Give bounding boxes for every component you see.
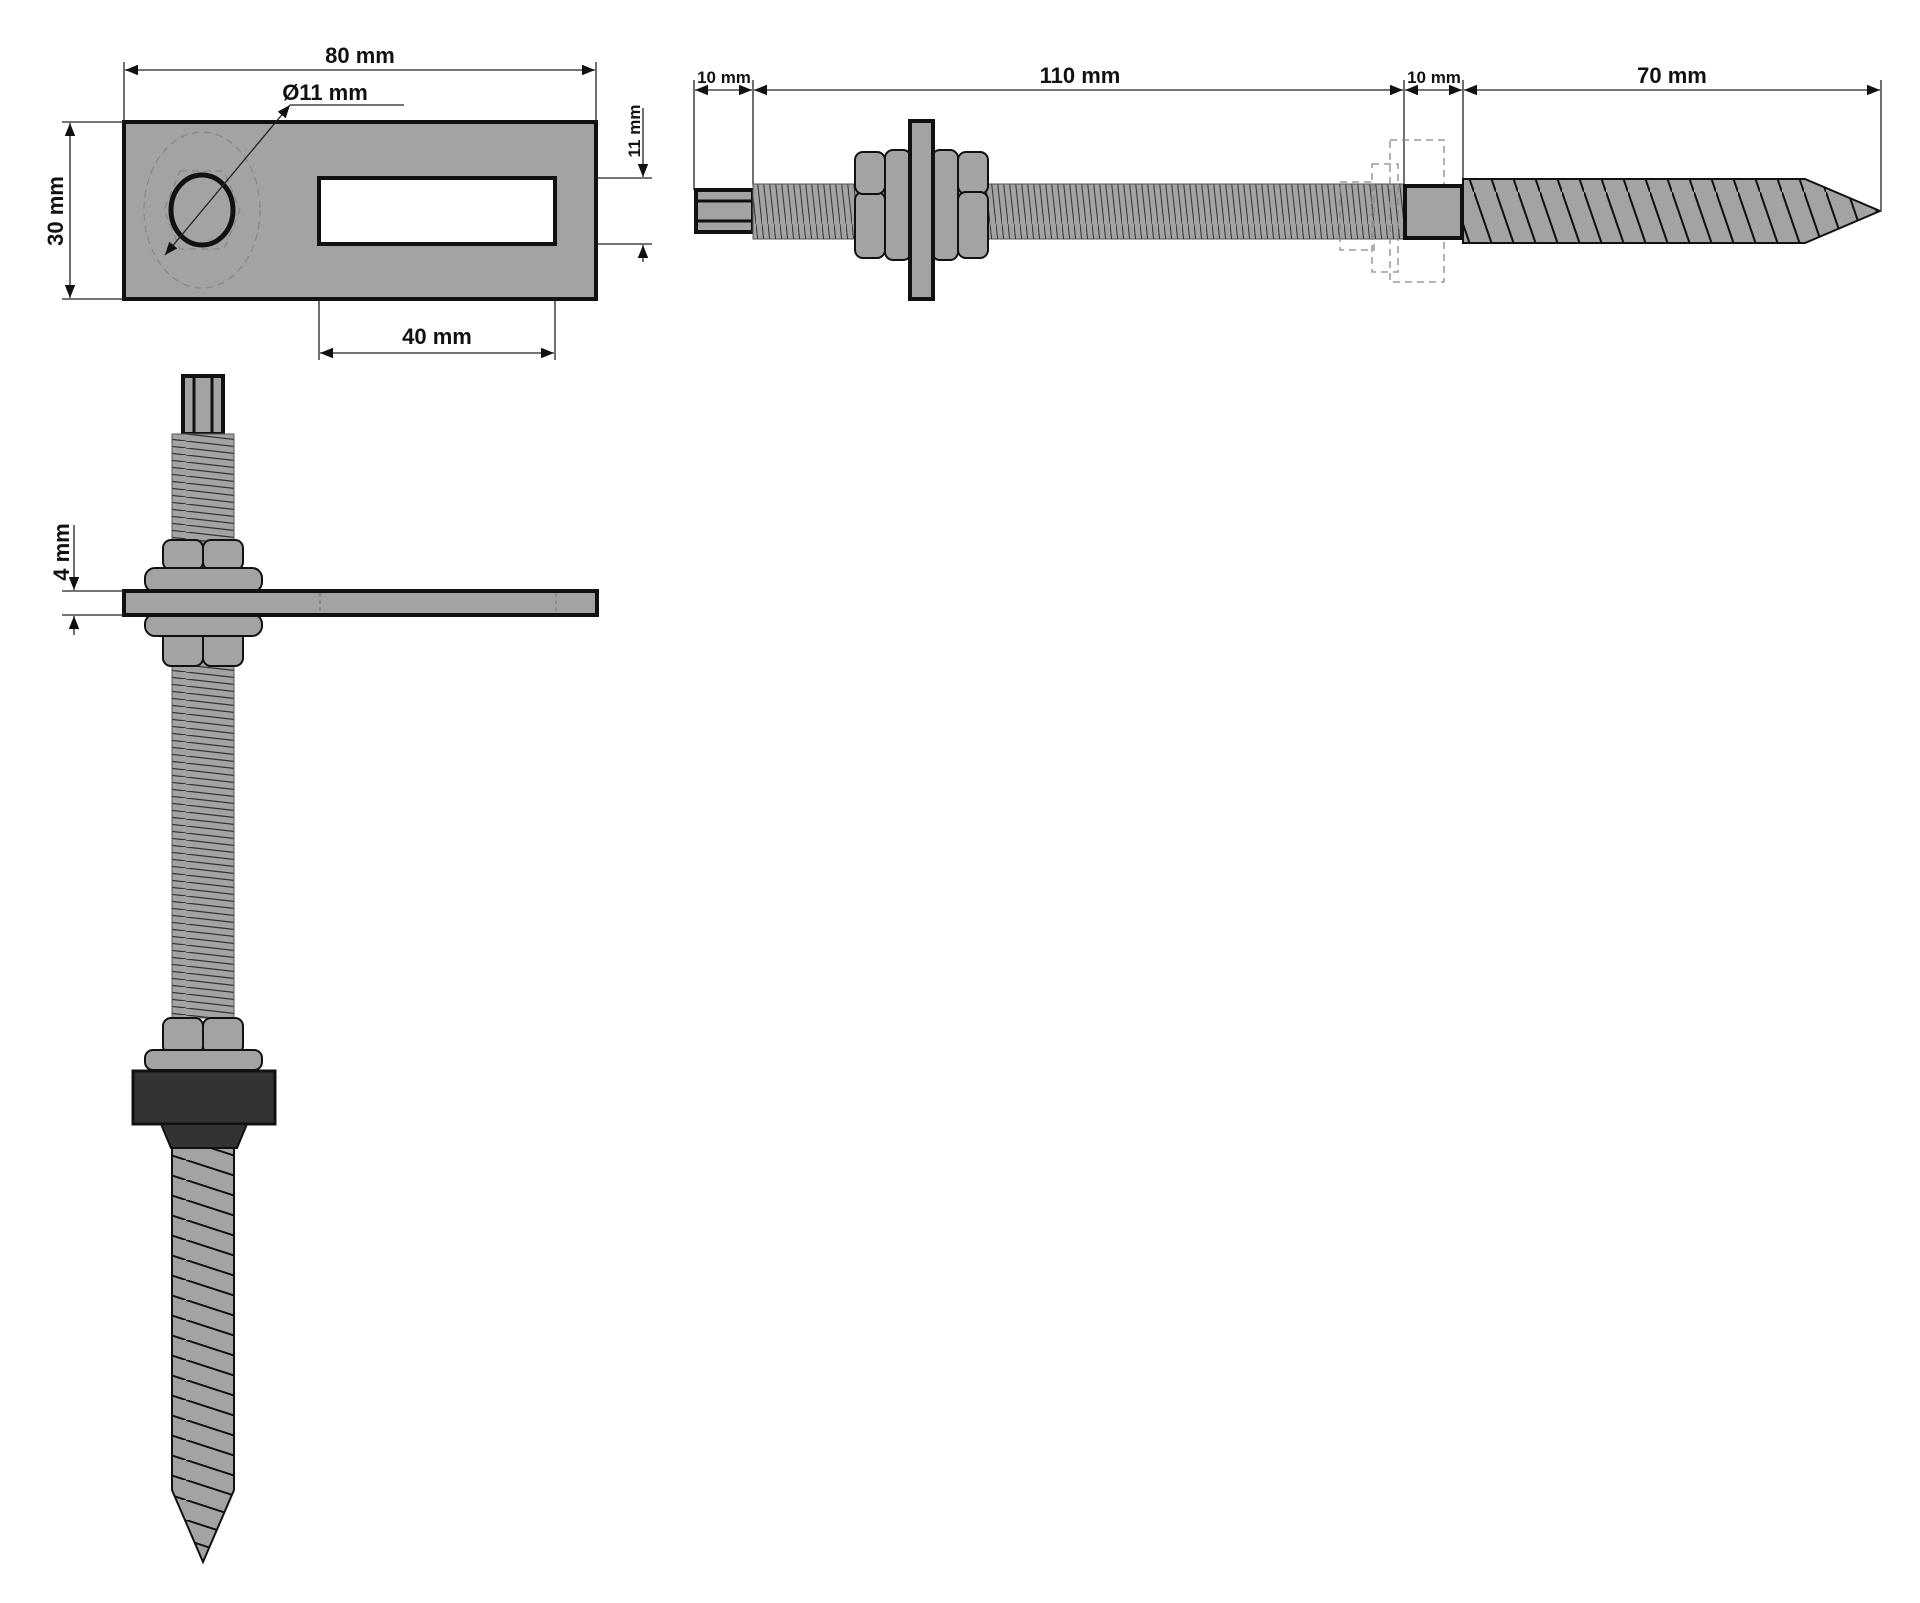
wood-screw-thread <box>1462 178 1883 244</box>
plate-width-label: 80 mm <box>325 43 395 68</box>
machine-thread-vertical <box>171 433 235 1019</box>
plate-slot <box>317 176 557 246</box>
segment-label-1: 10 mm <box>697 68 751 87</box>
bolt-vertical-view: 4 mm <box>49 374 599 1565</box>
segment-label-2: 110 mm <box>1040 63 1121 88</box>
drive-square <box>694 188 755 234</box>
segment-label-4: 70 mm <box>1637 63 1707 88</box>
plate-section <box>122 589 599 617</box>
shoulder-section <box>1403 184 1464 240</box>
hole-diameter-label: Ø11 mm <box>282 80 368 105</box>
rubber-seal <box>131 1069 277 1126</box>
wood-screw-vertical <box>171 1147 235 1565</box>
plate-height-label: 30 mm <box>43 176 68 246</box>
slot-length-label: 40 mm <box>402 324 472 349</box>
plate-top-view: Ø11 mm 80 mm 30 mm 40 mm 11 mm <box>43 43 652 360</box>
machine-thread <box>752 183 1405 240</box>
plate-edge <box>908 119 935 301</box>
plate-thickness-label: 4 mm <box>49 523 74 580</box>
seal-cone <box>159 1123 249 1149</box>
bolt-side-view: 10 mm 110 mm 10 mm 70 mm <box>693 63 1883 301</box>
drive-square-top <box>181 374 225 436</box>
segment-label-3: 10 mm <box>1407 68 1461 87</box>
slot-width-label: 11 mm <box>625 105 644 158</box>
